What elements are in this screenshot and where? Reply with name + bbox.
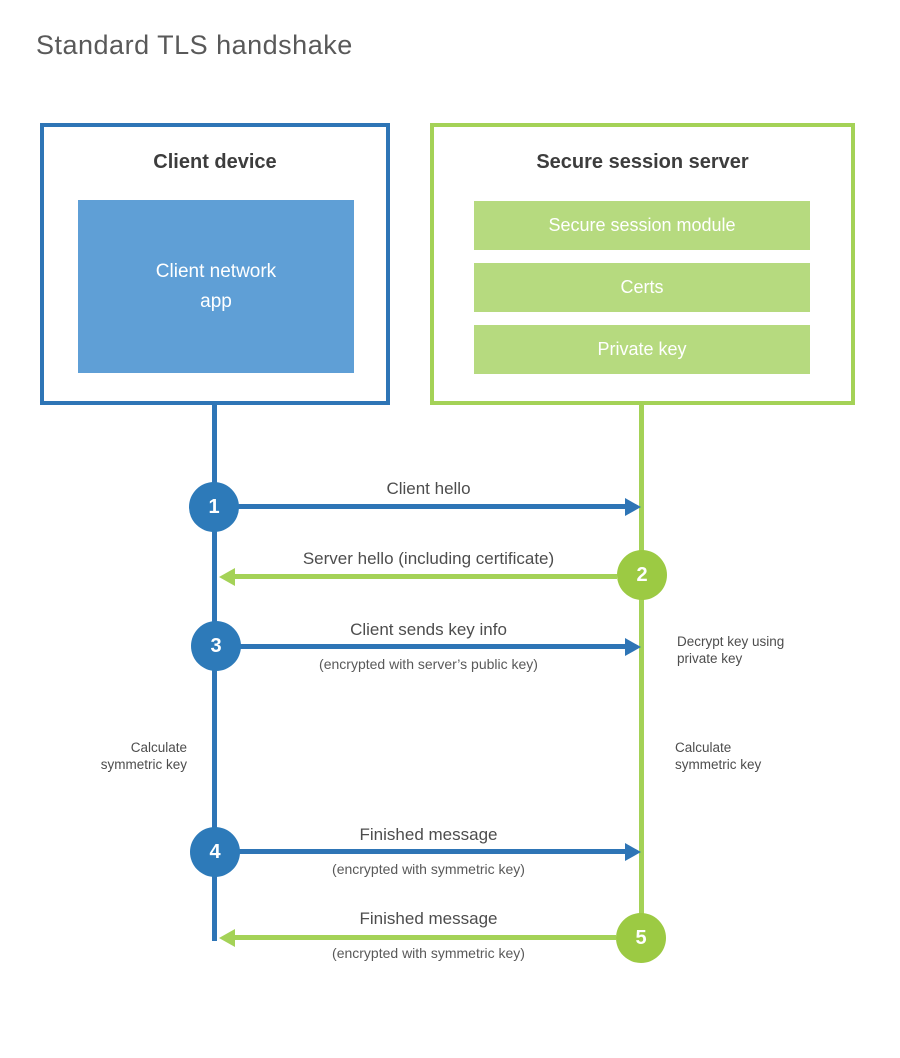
step-number-4: 4 bbox=[209, 840, 221, 863]
msg3-arrowhead-icon bbox=[625, 638, 641, 656]
client-device-title: Client device bbox=[153, 151, 277, 173]
step-circle-3: 3 bbox=[191, 621, 241, 671]
msg1-arrowhead-icon bbox=[625, 498, 641, 516]
page-title: Standard TLS handshake bbox=[36, 30, 353, 60]
msg5-arrow-shaft bbox=[235, 935, 616, 940]
step-number-2: 2 bbox=[636, 563, 648, 586]
step-number-5: 5 bbox=[635, 926, 647, 949]
step-circle-1: 1 bbox=[189, 482, 239, 532]
note-calculate-symmetric-key-server: Calculate symmetric key bbox=[675, 740, 762, 772]
step-circle-4: 4 bbox=[190, 827, 240, 877]
client-network-app-box: Client network app bbox=[78, 200, 354, 373]
note-calculate-symmetric-key-client: Calculate symmetric key bbox=[100, 740, 187, 772]
msg1-arrow-shaft bbox=[237, 504, 625, 509]
step-number-3: 3 bbox=[210, 634, 222, 657]
msg4-arrowhead-icon bbox=[625, 843, 641, 861]
msg4-sublabel: (encrypted with symmetric key) bbox=[332, 861, 525, 877]
server-module-private-key: Private key bbox=[474, 325, 810, 374]
secure-session-server-title: Secure session server bbox=[536, 151, 749, 173]
msg3-arrow-shaft bbox=[239, 644, 625, 649]
server-lifeline bbox=[639, 405, 644, 938]
msg4-arrow-shaft bbox=[238, 849, 625, 854]
msg2-label: Server hello (including certificate) bbox=[302, 549, 555, 568]
note-decrypt-key: Decrypt key using private key bbox=[677, 634, 785, 666]
step-number-1: 1 bbox=[208, 495, 220, 518]
msg5-sublabel: (encrypted with symmetric key) bbox=[332, 945, 525, 961]
step-circle-2: 2 bbox=[617, 550, 667, 600]
msg2-arrowhead-icon bbox=[219, 568, 235, 586]
server-module-secure-session: Secure session module bbox=[474, 201, 810, 250]
msg2-arrow-shaft bbox=[235, 574, 617, 579]
msg4-label: Finished message bbox=[359, 825, 498, 844]
msg3-sublabel: (encrypted with server’s public key) bbox=[319, 656, 538, 672]
step-circle-5: 5 bbox=[616, 913, 666, 963]
msg5-label: Finished message bbox=[359, 909, 498, 928]
msg1-label: Client hello bbox=[386, 479, 471, 498]
server-module-certs: Certs bbox=[474, 263, 810, 312]
client-lifeline bbox=[212, 405, 217, 941]
msg3-label: Client sends key info bbox=[350, 620, 507, 639]
msg5-arrowhead-icon bbox=[219, 929, 235, 947]
